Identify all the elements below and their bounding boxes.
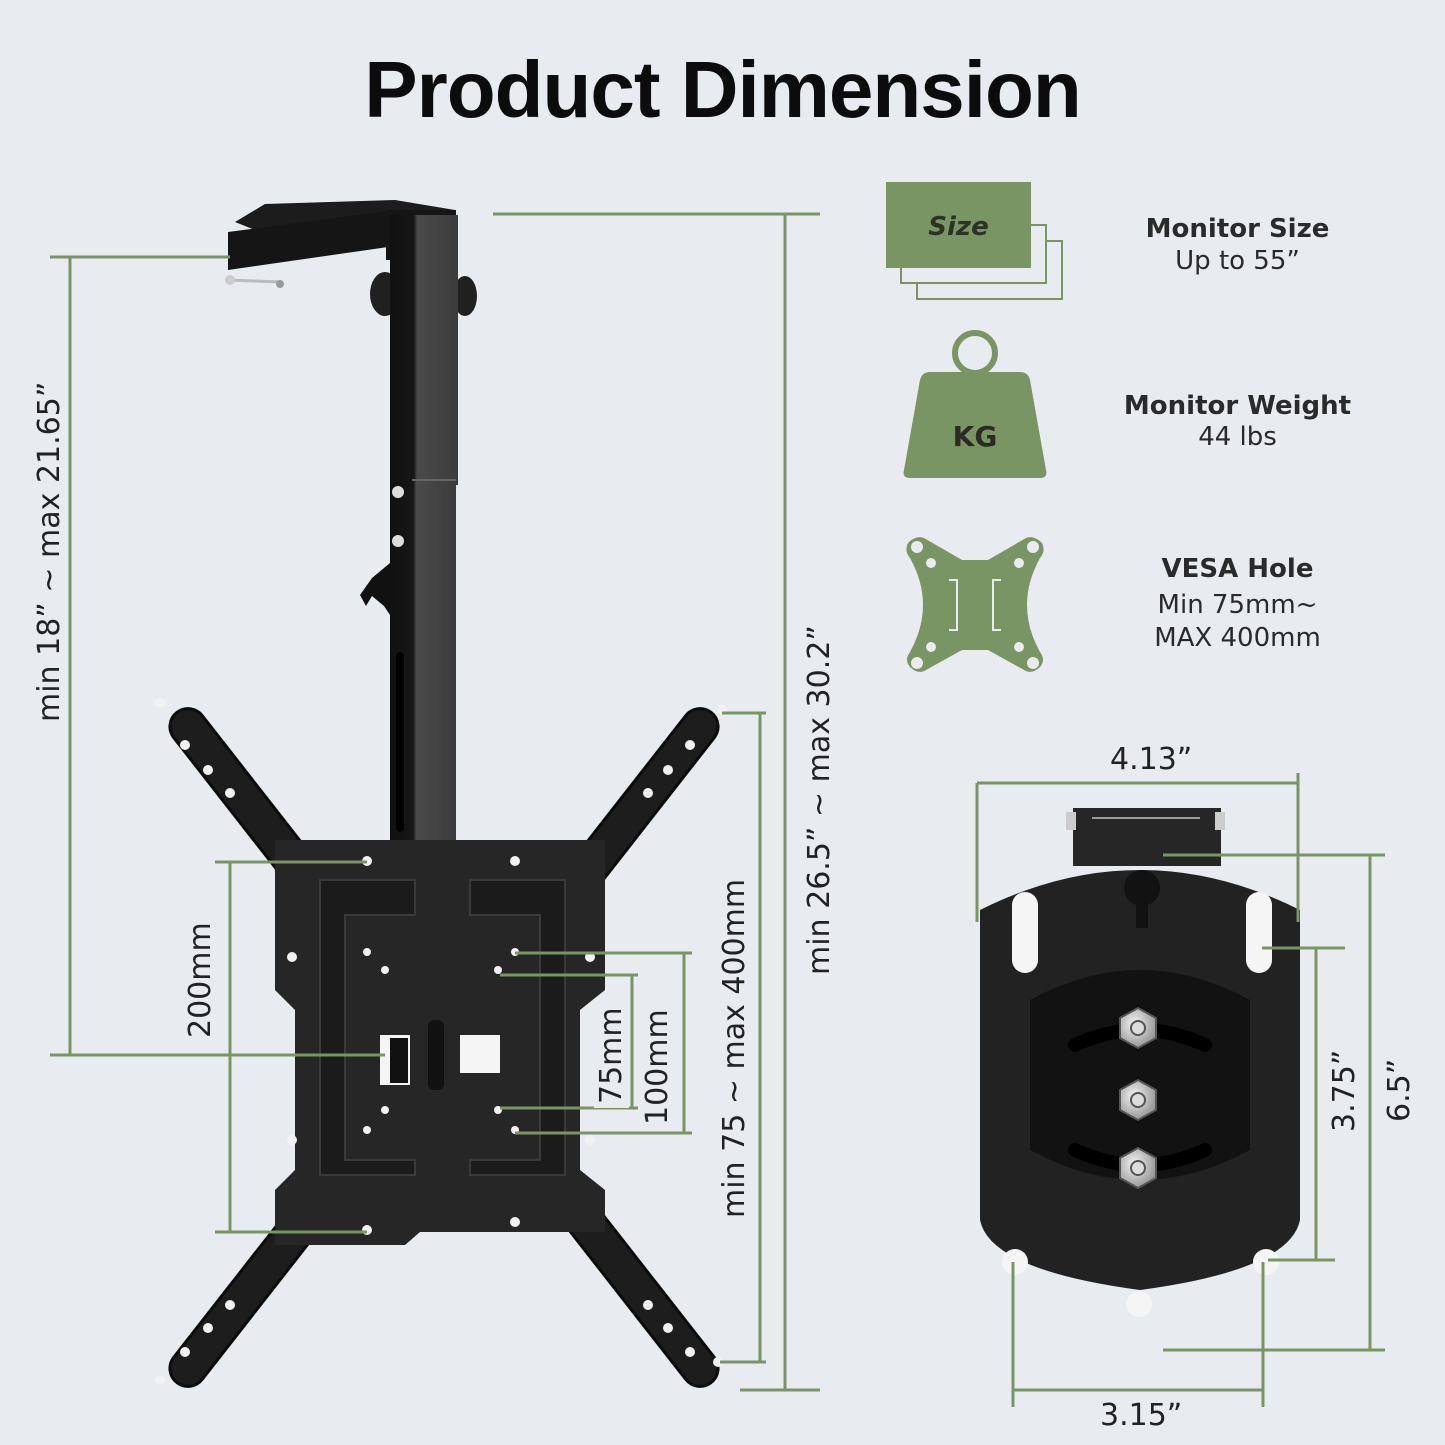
size-icon: [886, 182, 1063, 300]
spec-value-vesa-max: MAX 400mm: [1154, 623, 1321, 653]
dim-total-height: min 26.5” ~ max 30.2”: [802, 625, 837, 975]
ceiling-plate: [980, 808, 1300, 1317]
spec-value-vesa-min: Min 75mm~: [1157, 590, 1318, 620]
weight-icon-label: KG: [952, 420, 998, 453]
spec-value-monitor-size: Up to 55”: [1175, 246, 1300, 276]
dim-vesa-100: 100mm: [640, 1009, 675, 1125]
dim-plate-height: 6.5”: [1382, 1058, 1417, 1122]
spec-value-monitor-weight: 44 lbs: [1198, 422, 1277, 452]
weight-icon: [903, 330, 1047, 478]
dim-vesa-range: min 75 ~ max 400mm: [717, 878, 752, 1218]
hex-bolts: [1119, 1006, 1157, 1190]
page-title: Product Dimension: [364, 45, 1081, 134]
dim-arm-drop: min 18” ~ max 21.65”: [32, 381, 67, 722]
dim-plate-width: 4.13”: [1110, 742, 1193, 777]
size-icon-label: Size: [928, 212, 989, 242]
dimension-lines: [50, 212, 1385, 1407]
mount-plate: [275, 840, 605, 1245]
spec-title-monitor-size: Monitor Size: [1145, 214, 1330, 244]
dim-plate-hole-horizontal: 3.15”: [1100, 1398, 1183, 1433]
dim-vesa-200: 200mm: [183, 922, 218, 1038]
spec-title-monitor-weight: Monitor Weight: [1123, 391, 1352, 421]
dim-vesa-75: 75mm: [594, 1003, 629, 1108]
extension-pole: [360, 215, 458, 840]
dim-plate-hole-vertical: 3.75”: [1327, 1049, 1362, 1132]
vesa-plate-icon: [906, 537, 1044, 672]
spec-title-vesa-hole: VESA Hole: [1161, 554, 1314, 584]
